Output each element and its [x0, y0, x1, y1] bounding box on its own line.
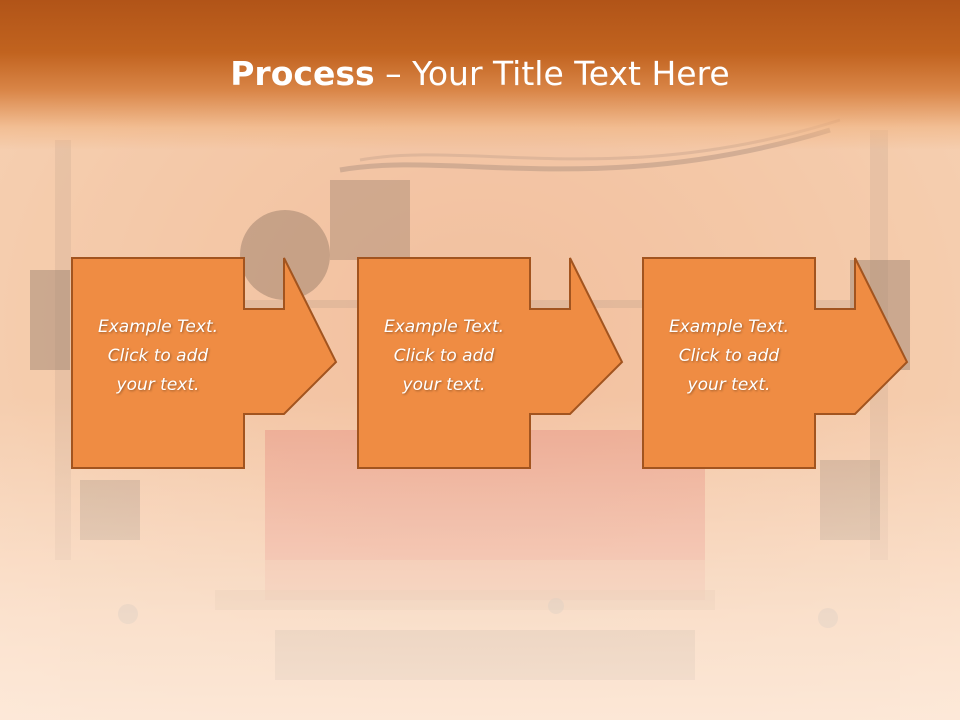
step-arrow-shape — [357, 257, 624, 469]
step-text-line: your text. — [116, 375, 200, 395]
step-arrow-shape — [642, 257, 909, 469]
process-step-1[interactable]: Example Text. Click to add your text. — [71, 257, 341, 469]
step-text-line: Example Text. — [383, 317, 505, 337]
step-text-line: your text. — [687, 375, 771, 395]
step-text-line: Example Text. — [97, 317, 219, 337]
process-step-2[interactable]: Example Text. Click to add your text. — [357, 257, 627, 469]
step-text-line: your text. — [402, 375, 486, 395]
step-text[interactable]: Example Text. Click to add your text. — [357, 313, 531, 400]
step-text-line: Example Text. — [668, 317, 790, 337]
step-text-line: Click to add — [678, 346, 780, 366]
title-bold: Process — [230, 54, 375, 93]
slide-title[interactable]: Process – Your Title Text Here — [0, 52, 960, 96]
step-arrow-shape — [71, 257, 338, 469]
title-text: Your Title Text Here — [412, 54, 730, 93]
title-band — [0, 0, 960, 150]
process-step-3[interactable]: Example Text. Click to add your text. — [642, 257, 912, 469]
title-separator: – — [374, 54, 413, 93]
step-text-line: Click to add — [107, 346, 209, 366]
step-text[interactable]: Example Text. Click to add your text. — [71, 313, 245, 400]
step-text-line: Click to add — [393, 346, 495, 366]
step-text[interactable]: Example Text. Click to add your text. — [642, 313, 816, 400]
